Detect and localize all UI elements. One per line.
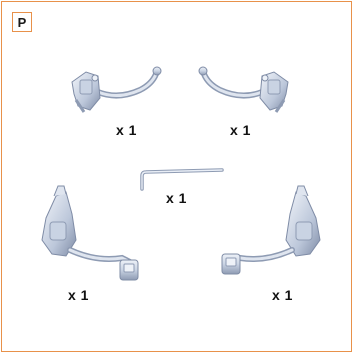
part-quantity-label: x 1	[68, 287, 89, 303]
handlebar-mount-right-icon	[198, 66, 289, 113]
parts-panel: P	[1, 1, 352, 352]
lower-arm-clamp-right-icon	[221, 185, 321, 275]
part-quantity-label: x 1	[230, 122, 251, 138]
step-label: P	[12, 12, 32, 32]
l-bracket-rod-icon	[140, 168, 224, 191]
handlebar-mount-left-icon	[71, 66, 162, 113]
part-quantity-label: x 1	[116, 122, 137, 138]
part-quantity-label: x 1	[272, 287, 293, 303]
lower-arm-clamp-left-icon	[41, 185, 139, 281]
part-quantity-label: x 1	[166, 190, 187, 206]
